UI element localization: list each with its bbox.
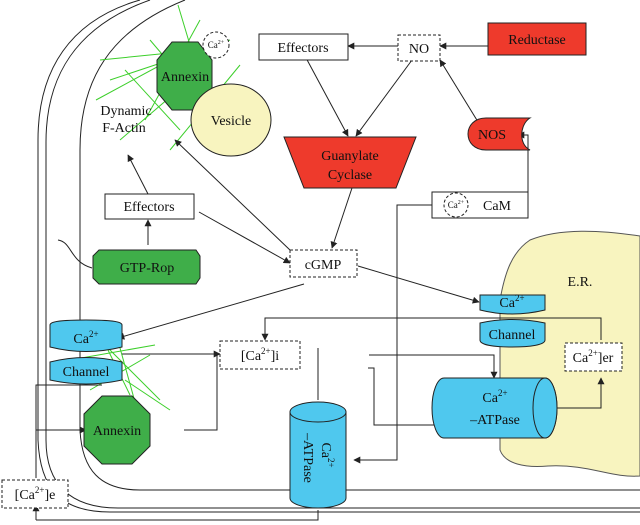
ca-er-node: Ca2+]er <box>564 342 623 372</box>
pathway-connectors <box>32 42 605 521</box>
no-label: NO <box>409 42 429 57</box>
actin-label-2: F-Actin <box>102 121 146 136</box>
guanylate-label-2: Cyclase <box>328 168 372 183</box>
nos-label: NOS <box>478 128 506 143</box>
svg-text:[Ca2+]i: [Ca2+]i <box>241 346 279 364</box>
er-channel-label: Channel <box>489 328 536 343</box>
reductase-label: Reductase <box>508 33 566 48</box>
svg-text:Ca2+: Ca2+ <box>499 293 524 311</box>
vesicle-label: Vesicle <box>211 114 251 129</box>
no-node: NO <box>397 34 441 62</box>
er-label: E.R. <box>568 275 593 290</box>
svg-text:[Ca2+]e: [Ca2+]e <box>15 485 56 503</box>
pm-atpase-label: –ATPase <box>300 432 315 483</box>
annexin-top-calcium: Ca2+ <box>202 31 230 59</box>
cam-label: CaM <box>483 199 512 214</box>
guanylate-cyclase-node: Guanylate Cyclase <box>283 136 417 189</box>
gtp-rop-label: GTP-Rop <box>120 261 174 276</box>
vesicle-node: Vesicle <box>190 83 272 157</box>
svg-text:Ca2+: Ca2+ <box>73 329 98 347</box>
nos-node: NOS <box>467 117 532 151</box>
svg-text:Ca2+: Ca2+ <box>482 388 507 406</box>
svg-text:Ca2+: Ca2+ <box>318 442 336 467</box>
er-atpase-label: –ATPase <box>469 413 520 428</box>
actin-label-1: Dynamic <box>100 104 151 119</box>
effectors-mid-label: Effectors <box>123 200 174 215</box>
annexin-top-label: Annexin <box>161 70 209 85</box>
annexin-bottom-node: Annexin <box>83 395 151 465</box>
ca-e-node: [Ca2+]e <box>1 479 69 509</box>
ca-i-node: [Ca2+]i <box>219 340 301 370</box>
svg-text:Ca2+]er: Ca2+]er <box>573 348 614 366</box>
effectors-mid-node: Effectors <box>104 193 195 220</box>
cam-ca-label: Ca2+ <box>448 200 465 210</box>
cell-wall-outer <box>37 0 640 513</box>
cgmp-label: cGMP <box>305 258 342 273</box>
guanylate-label-1: Guanylate <box>321 149 379 164</box>
gtp-rop-node: GTP-Rop <box>92 249 201 285</box>
effectors-top-label: Effectors <box>277 41 328 56</box>
plasma-membrane <box>79 0 640 491</box>
pm-channel-label: Channel <box>63 365 110 380</box>
cam-node: Ca2+ CaM <box>431 191 529 219</box>
annexin-top-node: Annexin <box>156 41 213 111</box>
er-atpase-node: Ca2+ –ATPase <box>431 377 558 439</box>
annexin-bottom-label: Annexin <box>93 424 141 439</box>
er-channel-node: Ca2+ Channel <box>479 293 546 348</box>
effectors-top-node: Effectors <box>258 33 349 61</box>
pm-channel-node: Ca2+ Channel <box>49 319 123 385</box>
svg-text:Ca2+: Ca2+ <box>208 40 225 50</box>
cgmp-node: cGMP <box>289 249 358 278</box>
cell-wall-inner <box>45 0 640 509</box>
pm-atpase-node: Ca2+ –ATPase <box>289 401 347 509</box>
reductase-node: Reductase <box>487 22 587 56</box>
